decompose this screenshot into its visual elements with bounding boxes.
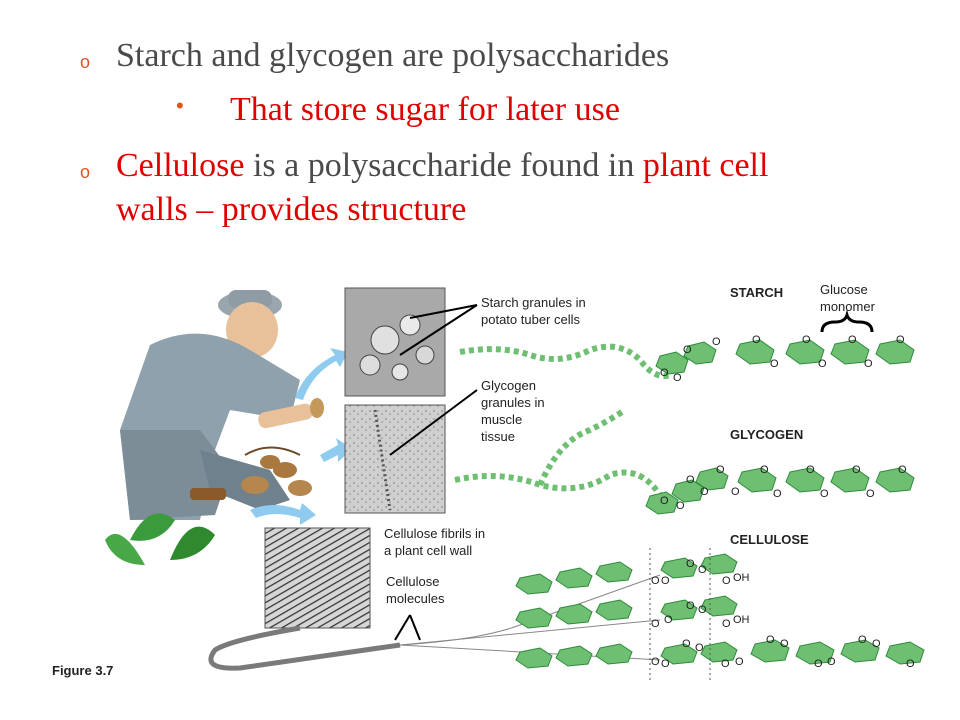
sub-bullet-1: That store sugar for later use [230,91,620,128]
bullet-3-line-2: walls – provides structure [116,191,467,228]
starch-granules-image [359,314,435,381]
oxygen-label: O [827,656,836,668]
oxygen-label: O [820,488,829,500]
glycogen-header: GLYCOGEN [730,427,804,442]
glycogen-granules-label: Glycogen granules in muscle tissue [481,378,545,444]
oxygen-label: O [712,336,721,348]
figure-number: Figure 3.7 [52,663,114,678]
bullet-3-term: Cellulose [116,147,245,184]
oxygen-label: O [752,334,761,346]
oxygen-label: O [664,614,673,626]
oxygen-label: O [660,495,669,507]
oxygen-label: O [766,634,775,646]
oxygen-label: O [731,486,740,498]
oxygen-label: O [683,344,692,356]
oxygen-label: O [780,638,789,650]
oxygen-label: O [716,464,725,476]
oxygen-label: O [852,464,861,476]
oxygen-label: O [673,372,682,384]
oh-label: OH [733,614,750,626]
oxygen-label: O [896,334,905,346]
oxygen-label: O [773,488,782,500]
bullet-1: Starch and glycogen are polysaccharides [116,37,670,74]
oxygen-label: O [864,358,873,370]
oxygen-label: O [686,600,695,612]
monomer-brace [820,309,874,333]
starch-granules-label: Starch granules in potato tuber cells [481,295,586,327]
oxygen-label: O [651,575,660,587]
bullet-3: Cellulose is a polysaccharide found in p… [116,146,768,186]
bullet-marker: o [80,52,91,72]
glycogen-micrograph [344,404,446,514]
cellulose-fibrils-label: Cellulose fibrils in a plant cell wall [384,526,486,558]
oxygen-label: O [722,618,731,630]
polysaccharide-figure [105,287,925,680]
oxygen-label: O [770,358,779,370]
oxygen-label: O [695,642,704,654]
cellulose-chains [515,553,925,669]
oxygen-label: O [806,464,815,476]
oxygen-label: O [686,474,695,486]
oxygen-label: O [682,638,691,650]
glucose-monomer-label: Glucose monomer [820,282,875,314]
oxygen-label: O [848,334,857,346]
oh-label: OH [733,572,750,584]
starch-chain [459,339,915,379]
cellulose-molecules-label: Cellulose molecules [386,574,445,606]
oxygen-label: O [700,486,709,498]
glycogen-chain [454,407,915,515]
bullet-marker: o [80,162,91,182]
oxygen-label: O [676,500,685,512]
oxygen-label: O [898,464,907,476]
oxygen-label: O [686,558,695,570]
bullet-3-term-2: plant cell [642,147,769,184]
oxygen-label: O [866,488,875,500]
oxygen-label: O [661,658,670,670]
oxygen-label: O [735,656,744,668]
oxygen-label: O [760,464,769,476]
oxygen-label: O [818,358,827,370]
oxygen-label: O [660,367,669,379]
cellulose-header: CELLULOSE [730,532,809,547]
oxygen-label: O [698,604,707,616]
oxygen-label: O [802,334,811,346]
sub-bullet-marker: • [176,93,184,118]
curved-arrow-icon [250,348,352,525]
oxygen-label: O [698,564,707,576]
cellulose-micrograph [264,527,371,629]
bullet-3-text: is a polysaccharide found in [244,147,643,184]
oxygen-label: O [661,575,670,587]
oxygen-label: O [722,575,731,587]
oxygen-label: O [651,618,660,630]
oxygen-label: O [721,658,730,670]
oxygen-label: O [858,634,867,646]
oxygen-label: O [651,656,660,668]
person-illustration [120,290,324,520]
oxygen-label: O [814,658,823,670]
potato-plant-icon [105,446,312,565]
starch-header: STARCH [730,285,784,300]
oxygen-label: O [906,658,915,670]
oxygen-label: O [872,638,881,650]
